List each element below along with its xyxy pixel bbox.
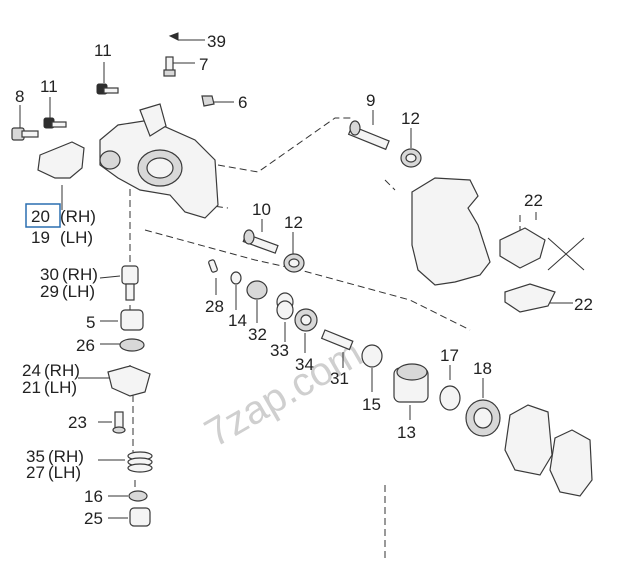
label-14: 14 xyxy=(228,311,247,330)
label-7: 7 xyxy=(199,55,208,74)
label-13: 13 xyxy=(397,423,416,442)
bolt-8 xyxy=(11,127,39,141)
label-18: 18 xyxy=(473,359,492,378)
sleeve-5 xyxy=(120,309,144,331)
boot-12-upper xyxy=(400,148,422,168)
ring-15 xyxy=(361,344,383,368)
label-33: 33 xyxy=(270,341,289,360)
piston-13 xyxy=(393,363,429,403)
label-12-upper: 12 xyxy=(401,109,420,128)
plug-6 xyxy=(201,95,215,107)
pin-23 xyxy=(112,411,126,434)
pad-clip-22-lower xyxy=(504,283,556,313)
dust-cap-39 xyxy=(168,32,179,41)
label-11-lower: 11 xyxy=(40,77,58,96)
label-11-upper: 11 xyxy=(94,41,112,60)
caliper-bracket-part xyxy=(37,141,85,179)
guide-pin-10 xyxy=(242,229,279,254)
shaft-31 xyxy=(320,329,354,351)
label-15: 15 xyxy=(362,395,381,414)
caliper-carrier xyxy=(411,177,491,286)
brake-pad-outer xyxy=(549,429,593,497)
washer-16 xyxy=(128,490,148,502)
label-16: 16 xyxy=(84,487,103,506)
highlight-box-20 xyxy=(25,203,61,228)
label-32: 32 xyxy=(248,325,267,344)
label-19-side: (LH) xyxy=(60,228,93,247)
brake-pad-inner xyxy=(504,404,553,476)
label-34: 34 xyxy=(295,355,314,374)
piston-34 xyxy=(294,308,318,332)
label-24-side: (RH) xyxy=(44,361,80,380)
label-35-side: (RH) xyxy=(48,447,84,466)
bolt-11-upper xyxy=(96,83,119,95)
spring-35-27 xyxy=(127,451,153,473)
label-20-side: (RH) xyxy=(60,207,96,226)
label-21: 21 xyxy=(22,378,41,397)
seal-32 xyxy=(246,280,268,300)
spring-33 xyxy=(276,292,294,320)
nut-25 xyxy=(129,507,151,527)
label-27: 27 xyxy=(26,463,45,482)
label-19: 19 xyxy=(31,228,50,247)
leader-lines xyxy=(19,39,585,519)
label-6: 6 xyxy=(238,93,247,112)
caliper-body xyxy=(99,103,219,219)
label-10: 10 xyxy=(252,200,271,219)
label-22-upper: 22 xyxy=(524,191,543,210)
label-35: 35 xyxy=(26,447,45,466)
boot-18 xyxy=(465,399,501,437)
label-20: 20 xyxy=(31,207,50,226)
ring-14 xyxy=(230,271,242,285)
pin-28 xyxy=(208,259,218,273)
adjuster-30-29 xyxy=(121,265,139,301)
label-28: 28 xyxy=(205,297,224,316)
pad-clip-22-upper xyxy=(499,227,546,269)
guide-pin-9 xyxy=(347,120,390,151)
label-24: 24 xyxy=(22,361,41,380)
label-8: 8 xyxy=(15,87,24,106)
ring-26 xyxy=(119,338,145,352)
label-17: 17 xyxy=(440,346,459,365)
label-22-lower: 22 xyxy=(574,295,593,314)
label-21-side: (LH) xyxy=(44,378,77,397)
label-26: 26 xyxy=(76,336,95,355)
bolt-11-lower xyxy=(43,117,67,129)
label-27-side: (LH) xyxy=(48,463,81,482)
label-23: 23 xyxy=(68,413,87,432)
bleeder-screw-7 xyxy=(163,56,176,77)
label-30: 30 xyxy=(40,265,59,284)
part-labels: 39 11 7 11 8 6 9 12 20 (RH) 19 (LH) 10 1… xyxy=(15,32,593,528)
label-12-lower: 12 xyxy=(284,213,303,232)
label-30-side: (RH) xyxy=(62,265,98,284)
boot-12-lower xyxy=(283,253,305,273)
label-29-side: (LH) xyxy=(62,282,95,301)
label-25: 25 xyxy=(84,509,103,528)
lever-24-21 xyxy=(107,365,151,397)
label-31: 31 xyxy=(330,369,349,388)
label-39: 39 xyxy=(207,32,226,51)
label-9: 9 xyxy=(366,91,375,110)
seal-17 xyxy=(439,385,461,411)
label-29: 29 xyxy=(40,282,59,301)
label-5: 5 xyxy=(86,313,95,332)
